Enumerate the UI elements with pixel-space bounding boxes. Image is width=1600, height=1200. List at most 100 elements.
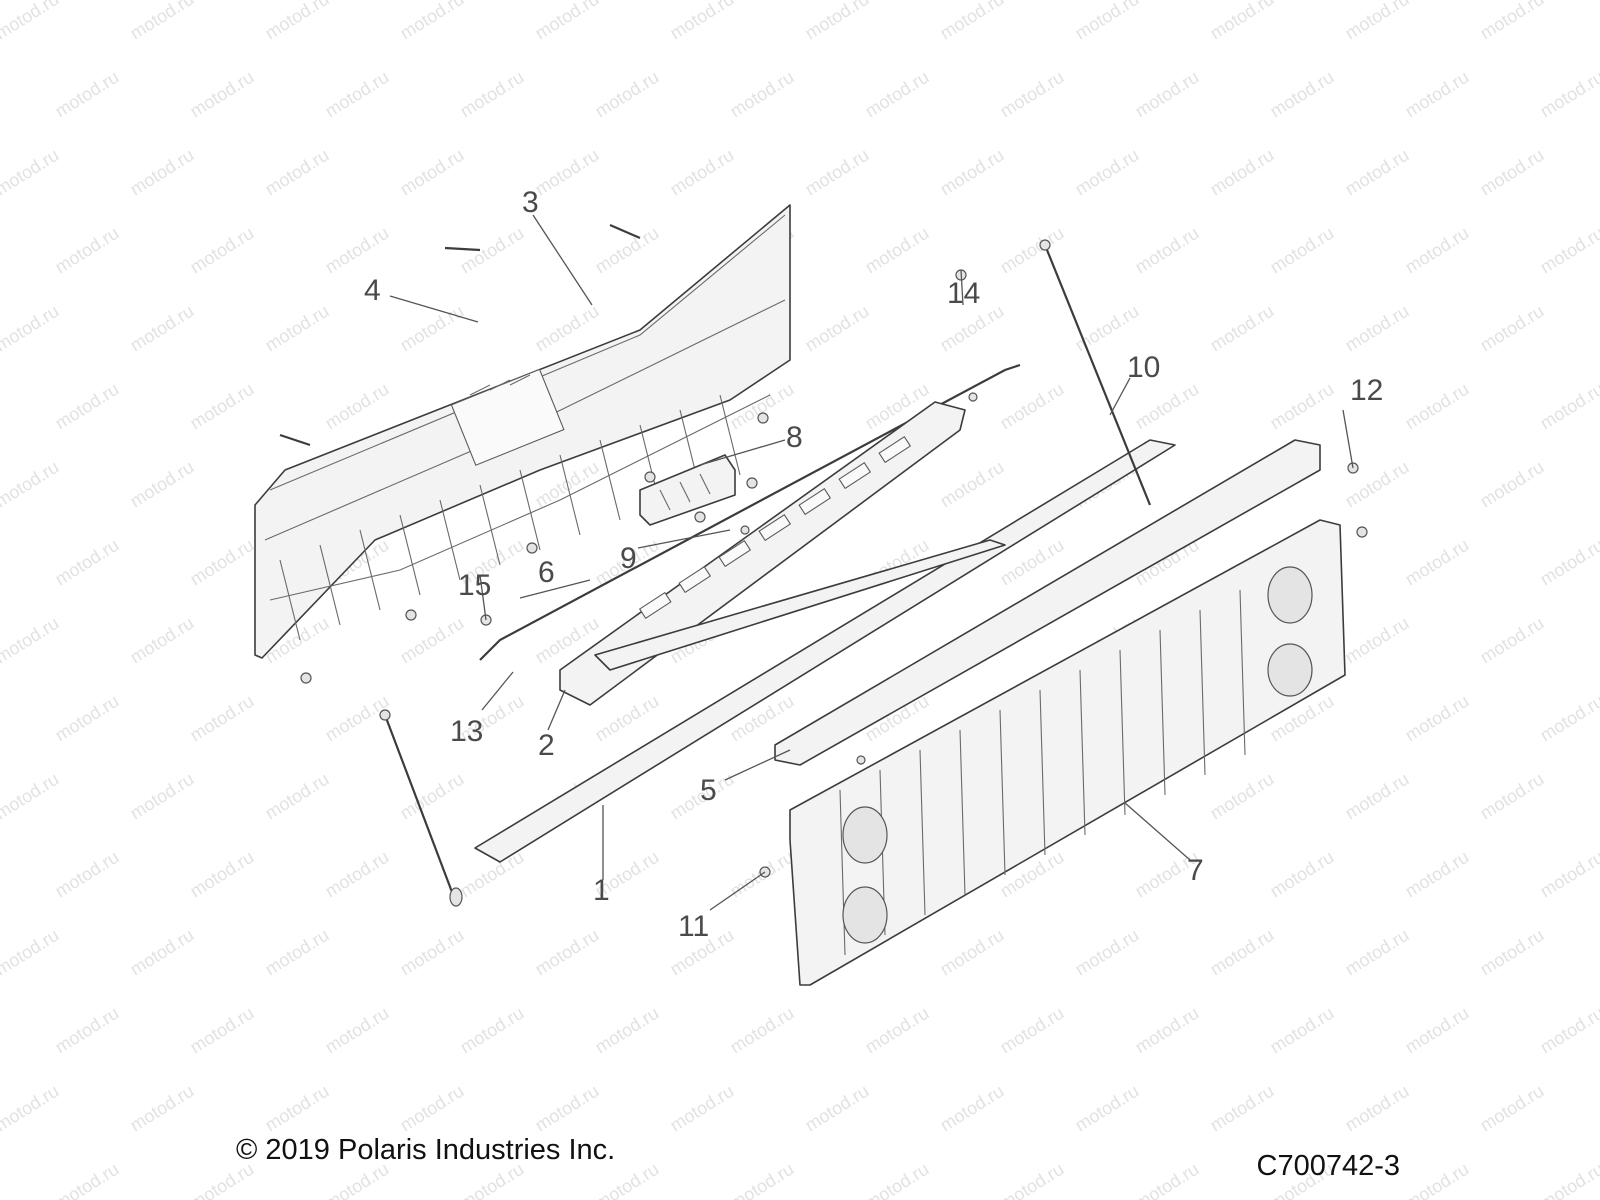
diagram-code: C700742-3 — [1256, 1150, 1401, 1182]
watermark-text: motod.ru — [1132, 1003, 1203, 1058]
watermark-text: motod.ru — [397, 0, 468, 43]
watermark-text: motod.ru — [1537, 1159, 1600, 1200]
watermark-text: motod.ru — [532, 1081, 603, 1136]
callout-13: 13 — [450, 715, 483, 748]
watermark-text: motod.ru — [1342, 145, 1413, 200]
watermark-text: motod.ru — [52, 847, 123, 902]
watermark-text: motod.ru — [1342, 301, 1413, 356]
part-5-tube — [594, 539, 1006, 671]
watermark-text: motod.ru — [1072, 301, 1143, 356]
watermark-text: motod.ru — [667, 145, 738, 200]
watermark-text: motod.ru — [1207, 925, 1278, 980]
part-6-rod — [479, 363, 1021, 661]
watermark-text: motod.ru — [52, 1159, 123, 1200]
part-10-cables — [379, 239, 1152, 907]
watermark-text: motod.ru — [1267, 1003, 1338, 1058]
watermark-text: motod.ru — [1132, 67, 1203, 122]
watermark-text: motod.ru — [862, 1159, 933, 1200]
watermark-text: motod.ru — [187, 535, 258, 590]
watermark-text: motod.ru — [1342, 1081, 1413, 1136]
watermark-text: motod.ru — [397, 1081, 468, 1136]
part-3-inner-panel — [254, 204, 791, 659]
watermark-text: motod.ru — [187, 691, 258, 746]
part-7-outer-panel — [789, 519, 1346, 986]
watermark-text: motod.ru — [1477, 1081, 1548, 1136]
watermark-text: motod.ru — [1132, 223, 1203, 278]
watermark-text: motod.ru — [1402, 223, 1473, 278]
watermark-text: motod.ru — [0, 145, 62, 200]
watermark-text: motod.ru — [262, 301, 333, 356]
watermark-text: motod.ru — [1267, 379, 1338, 434]
watermark-text: motod.ru — [187, 223, 258, 278]
watermark-text: motod.ru — [937, 0, 1008, 43]
watermark-text: motod.ru — [937, 925, 1008, 980]
watermark-text: motod.ru — [1477, 0, 1548, 43]
watermark-text: motod.ru — [127, 1081, 198, 1136]
watermark-text: motod.ru — [0, 301, 62, 356]
watermark-text: motod.ru — [397, 613, 468, 668]
watermark-text: motod.ru — [127, 0, 198, 43]
watermark-text: motod.ru — [127, 769, 198, 824]
watermark-text: motod.ru — [532, 0, 603, 43]
watermark-text: motod.ru — [457, 1003, 528, 1058]
watermark-text: motod.ru — [1267, 223, 1338, 278]
callout-14: 14 — [947, 277, 980, 310]
watermark-text: motod.ru — [1402, 67, 1473, 122]
watermark-text: motod.ru — [862, 1003, 933, 1058]
callout-3: 3 — [522, 186, 539, 219]
watermark-text: motod.ru — [1342, 0, 1413, 43]
watermark-text: motod.ru — [1537, 379, 1600, 434]
callout-8: 8 — [786, 421, 803, 454]
watermark-text: motod.ru — [1207, 145, 1278, 200]
callout-12: 12 — [1350, 374, 1383, 407]
watermark-text: motod.ru — [0, 613, 62, 668]
watermark-text: motod.ru — [1537, 223, 1600, 278]
watermark-text: motod.ru — [322, 379, 393, 434]
watermark-text: motod.ru — [127, 613, 198, 668]
watermark-text: motod.ru — [997, 223, 1068, 278]
watermark-text: motod.ru — [1072, 1081, 1143, 1136]
watermark-text: motod.ru — [52, 535, 123, 590]
watermark-text: motod.ru — [52, 67, 123, 122]
watermark-text: motod.ru — [0, 457, 62, 512]
part-8-latch-bracket — [639, 454, 758, 526]
watermark-text: motod.ru — [1132, 379, 1203, 434]
watermark-text: motod.ru — [397, 145, 468, 200]
watermark-text: motod.ru — [1537, 535, 1600, 590]
watermark-text: motod.ru — [1477, 301, 1548, 356]
watermark-text: motod.ru — [187, 847, 258, 902]
watermark-text: motod.ru — [802, 1081, 873, 1136]
watermark-text: motod.ru — [127, 301, 198, 356]
watermark-text: motod.ru — [0, 0, 62, 43]
watermark-text: motod.ru — [1537, 1003, 1600, 1058]
watermark-text: motod.ru — [0, 925, 62, 980]
callout-labels: 1 2 3 4 5 6 7 8 9 10 11 12 13 14 15 — [364, 186, 1383, 943]
watermark-text: motod.ru — [187, 67, 258, 122]
watermark-text: motod.ru — [592, 1003, 663, 1058]
callout-1: 1 — [593, 874, 610, 907]
watermark-text: motod.ru — [1402, 535, 1473, 590]
watermark-text: motod.ru — [1267, 67, 1338, 122]
watermark-text: motod.ru — [532, 925, 603, 980]
watermark-text: motod.ru — [262, 769, 333, 824]
leader-lines — [389, 214, 1354, 911]
watermark-text: motod.ru — [592, 691, 663, 746]
watermark-text: motod.ru — [1072, 925, 1143, 980]
watermark-text: motod.ru — [862, 67, 933, 122]
watermark-text: motod.ru — [802, 301, 873, 356]
watermark-text: motod.ru — [532, 301, 603, 356]
watermark-text: motod.ru — [1342, 925, 1413, 980]
watermark-text: motod.ru — [937, 145, 1008, 200]
watermark-text: motod.ru — [0, 769, 62, 824]
watermark-text: motod.ru — [262, 145, 333, 200]
watermark-text: motod.ru — [1402, 1159, 1473, 1200]
watermark-text: motod.ru — [727, 1003, 798, 1058]
watermark-text: motod.ru — [532, 145, 603, 200]
watermark-text: motod.ru — [322, 847, 393, 902]
watermark-text: motod.ru — [1207, 1081, 1278, 1136]
watermark-text: motod.ru — [1072, 145, 1143, 200]
watermark-text: motod.ru — [667, 0, 738, 43]
watermark-text: motod.ru — [1342, 613, 1413, 668]
part-4-pins — [279, 223, 641, 447]
